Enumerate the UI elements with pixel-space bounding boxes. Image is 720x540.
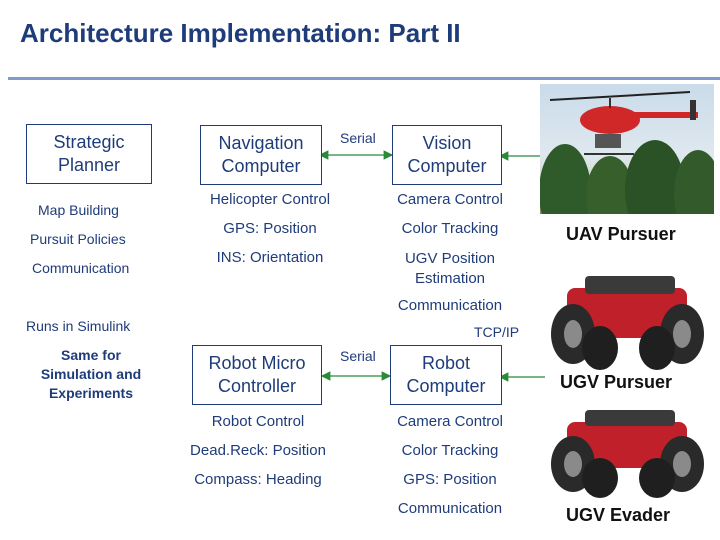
ugv-color-tracking-label: Color Tracking [401, 442, 499, 459]
strategic-planner-box: Strategic Planner [26, 124, 152, 184]
gps-position-label: GPS: Position [223, 220, 317, 237]
tcpip-label: TCP/IP [474, 324, 520, 340]
robot-micro-controller-box: Robot Micro Controller [192, 345, 322, 405]
robot-micro-controller-label: Robot Micro Controller [208, 352, 306, 396]
helicopter-illustration [540, 91, 714, 214]
ugv-gps-position-label: GPS: Position [403, 471, 497, 488]
map-building-label: Map Building [38, 202, 119, 218]
ugv-pursuer-caption: UGV Pursuer [560, 372, 673, 392]
ugv-evader-illustration [551, 410, 704, 498]
title-divider [8, 77, 720, 80]
pursuit-policies-label: Pursuit Policies [30, 231, 126, 247]
serial-label-bottom: Serial [340, 348, 376, 364]
ugv-evader-photo [545, 400, 710, 500]
vision-computer-label: Vision Computer [407, 132, 487, 176]
navigation-computer-label: Navigation Computer [218, 132, 304, 176]
ugv-evader-caption: UGV Evader [566, 505, 671, 525]
uav-pursuer-caption: UAV Pursuer [566, 224, 676, 244]
compass-heading-label: Compass: Heading [194, 471, 322, 488]
ugv-position-estimation-label: UGV Position Estimation [404, 250, 496, 287]
navigation-computer-box: Navigation Computer [200, 125, 322, 185]
runs-in-simulink-label: Runs in Simulink [26, 318, 131, 334]
page-title: Architecture Implementation: Part II [20, 18, 461, 48]
strategic-planner-label: Strategic Planner [53, 131, 125, 175]
ugv-communication-label: Communication [397, 500, 503, 517]
ugv-camera-control-label: Camera Control [397, 413, 503, 430]
color-tracking-label: Color Tracking [401, 220, 499, 237]
helicopter-control-label: Helicopter Control [209, 191, 331, 208]
serial-label-top: Serial [340, 130, 376, 146]
ugv-pursuer-illustration [551, 276, 704, 370]
vision-computer-box: Vision Computer [392, 125, 502, 185]
vision-communication-label: Communication [397, 297, 503, 314]
robot-control-label: Robot Control [211, 413, 305, 430]
deadreck-position-label: Dead.Reck: Position [190, 442, 326, 459]
ugv-pursuer-photo [545, 262, 710, 372]
camera-control-label: Camera Control [397, 191, 503, 208]
communication-label: Communication [32, 260, 130, 276]
same-for-simulation-label: Same for Simulation and Experiments [40, 347, 142, 401]
robot-computer-box: Robot Computer [390, 345, 502, 405]
helicopter-photo [540, 84, 714, 214]
ins-orientation-label: INS: Orientation [216, 249, 324, 266]
robot-computer-label: Robot Computer [406, 352, 486, 396]
